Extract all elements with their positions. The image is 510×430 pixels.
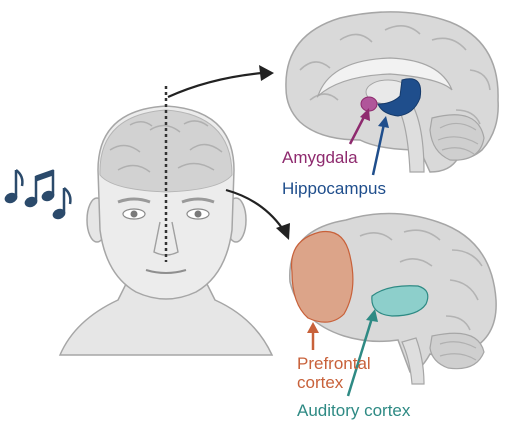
midsagittal-brain — [285, 11, 499, 173]
label-prefrontal-cortex: Prefrontal cortex — [297, 354, 371, 392]
arrow-to-midsagittal — [167, 71, 263, 99]
head-illustration — [58, 86, 274, 356]
arrowhead-midsagittal — [259, 65, 274, 81]
arrowhead-lateral — [276, 223, 290, 240]
arrow-to-lateral — [225, 188, 283, 229]
prefrontal-region — [290, 230, 354, 323]
music-notes-icon — [4, 169, 72, 220]
pointers-top — [348, 108, 389, 176]
label-auditory-cortex: Auditory cortex — [297, 401, 411, 420]
hippocampus-region — [377, 78, 422, 117]
label-hippocampus: Hippocampus — [282, 179, 386, 198]
lateral-brain — [289, 212, 497, 385]
label-prefrontal-line1: Prefrontal — [297, 354, 371, 373]
label-prefrontal-line2: cortex — [297, 373, 344, 392]
pointers-bottom — [307, 309, 378, 397]
arrows — [167, 65, 290, 240]
auditory-region — [371, 285, 429, 317]
label-amygdala: Amygdala — [282, 148, 358, 167]
